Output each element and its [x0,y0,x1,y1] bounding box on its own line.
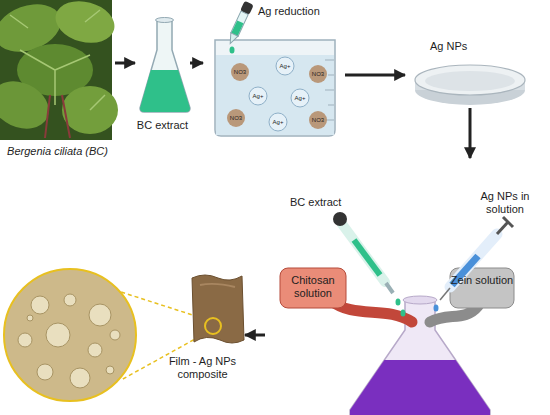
extract-flask [140,18,190,113]
ion-label: NO3 [230,67,250,77]
step-group: Ag NPs [405,38,540,108]
process-arrow [190,62,203,65]
step-label: Film - Ag NPs composite [160,355,245,381]
step-label: Zein solution [450,274,514,287]
process-arrow [115,62,135,65]
step-group: Film - Ag NPs composite [150,270,245,395]
mixing-setup [280,212,514,415]
ion-label: NO3 [226,113,246,123]
ion-label: NO3 [308,69,328,79]
reduction-beaker [215,1,335,136]
step-label: Ag NPs in solution [466,190,544,216]
composite-film [192,275,244,343]
ion-label: Ag+ [290,93,310,103]
step-group: BC extract [135,15,190,135]
step-label: BC extract [290,196,341,209]
petri-dish [415,65,525,105]
film-zoom [4,269,206,401]
ion-label: Ag+ [268,117,288,127]
step-label: BC extract [135,119,190,132]
plant-photo [0,0,119,140]
process-arrow [469,108,472,158]
step-group: BC extract Ag NPs in solutionChitosan sol… [265,158,550,415]
step-label: Chitosan solution [280,274,346,300]
ion-label: Ag+ [248,91,268,101]
process-arrow [245,334,265,337]
step-label: Ag NPs [430,40,467,53]
step-label: Ag reduction [258,5,320,18]
step-label: Bergenia ciliata (BC) [0,145,115,158]
step-group: Bergenia ciliata (BC) [0,0,115,165]
process-arrow [345,74,405,77]
ion-label: NO3 [308,115,328,125]
ion-label: Ag+ [275,61,295,71]
